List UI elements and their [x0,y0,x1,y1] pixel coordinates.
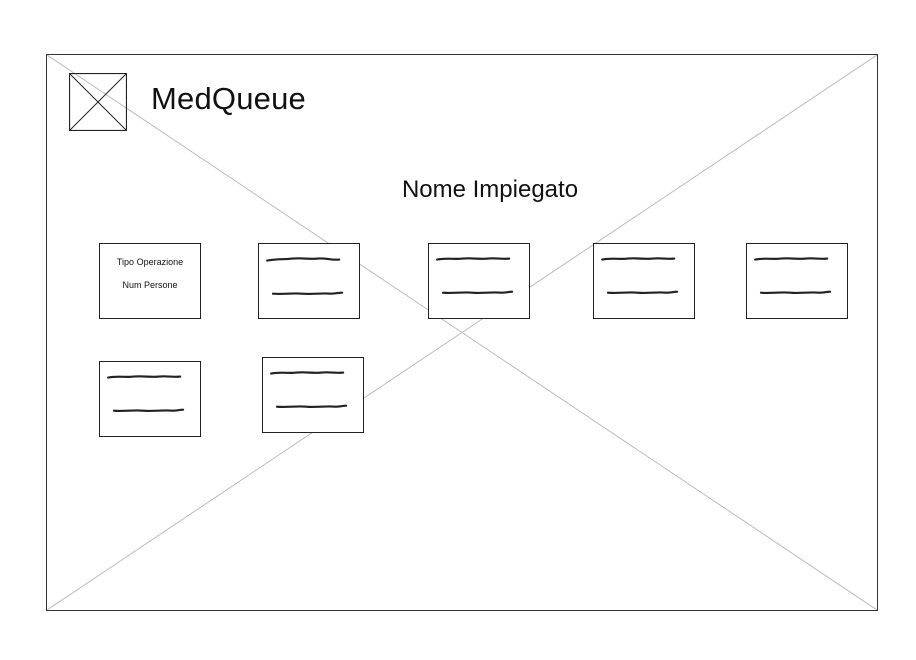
queue-card-placeholder[interactable] [99,361,201,437]
queue-card-placeholder[interactable] [428,243,530,319]
image-placeholder-icon[interactable] [68,72,128,132]
text-scribble-placeholder [266,257,344,296]
text-scribble-placeholder [601,257,679,295]
background-placeholder-cross [47,55,877,610]
app-title: MedQueue [151,81,306,116]
operation-type-label: Tipo Operazione [116,257,184,267]
text-scribble-placeholder [754,257,832,295]
queue-card-placeholder[interactable] [262,357,364,433]
text-scribble-placeholder [270,371,348,409]
text-scribble-placeholder [107,375,185,413]
people-count-label: Num Persone [122,280,178,290]
queue-card-placeholder[interactable] [258,243,360,319]
queue-card[interactable]: Tipo Operazione Num Persone [99,243,201,319]
queue-card-placeholder[interactable] [593,243,695,319]
employee-name-title: Nome Impiegato [401,176,579,203]
queue-card-placeholder[interactable] [746,243,848,319]
wireframe-container [46,54,878,611]
text-scribble-placeholder [436,257,514,295]
